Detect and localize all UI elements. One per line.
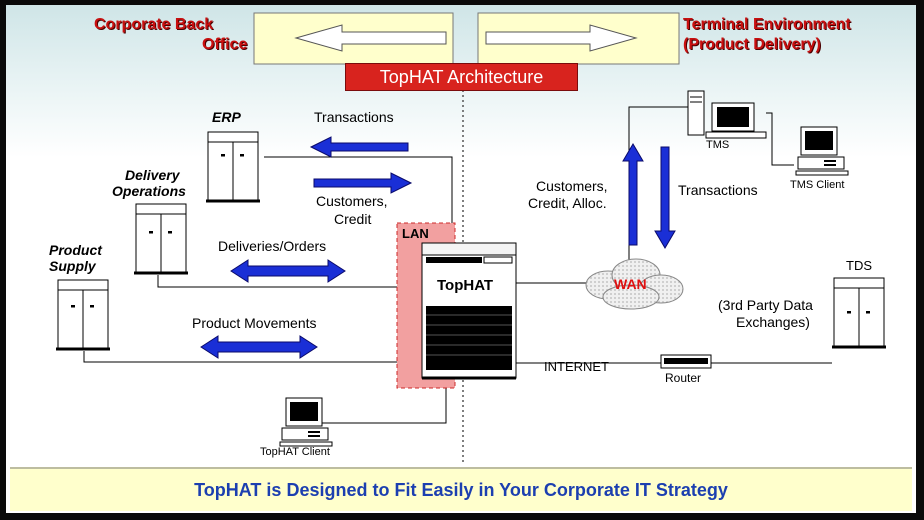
customers-credit-line1: Customers, xyxy=(316,193,388,209)
internet-label: INTERNET xyxy=(544,359,609,374)
left-title-line2: Office xyxy=(202,36,248,53)
third-party-label-line1: (3rd Party Data xyxy=(718,297,813,313)
erp-label: ERP xyxy=(212,109,241,125)
router-label: Router xyxy=(665,371,702,385)
customers-credit-alloc-line2: Credit, Alloc. xyxy=(528,195,607,211)
lan-label: LAN xyxy=(402,226,429,241)
tophat-server-label: TopHAT xyxy=(437,277,494,294)
router-device xyxy=(660,354,712,369)
footer-banner: TopHAT is Designed to Fit Easily in Your… xyxy=(10,467,912,511)
wan-cloud xyxy=(585,258,684,310)
flow-arrows xyxy=(200,136,676,359)
product-supply-label-line2: Supply xyxy=(49,258,96,274)
header-arrow-left xyxy=(294,24,447,52)
tds-cabinet xyxy=(832,277,886,349)
delivery-label-line2: Operations xyxy=(112,183,186,199)
architecture-banner: TopHAT Architecture xyxy=(345,63,578,91)
tms-workstation xyxy=(687,90,767,139)
product-supply-cabinet xyxy=(56,279,110,351)
transactions-label-right: Transactions xyxy=(678,182,758,198)
third-party-label-line2: Exchanges) xyxy=(736,314,810,330)
right-title-line1: Terminal Environment xyxy=(683,16,851,33)
customers-credit-line2: Credit xyxy=(334,211,372,227)
tds-label: TDS xyxy=(846,258,872,273)
tms-client-label: TMS Client xyxy=(790,179,845,191)
tophat-server xyxy=(421,242,517,380)
diagram-graphics xyxy=(56,12,886,465)
right-title-line2: (Product Delivery) xyxy=(683,36,821,53)
tms-client-workstation xyxy=(795,126,849,176)
slide-canvas: Corporate Back Office Terminal Environme… xyxy=(6,5,916,513)
delivery-label-line1: Delivery xyxy=(125,167,180,183)
erp-cabinet xyxy=(206,131,260,203)
left-title-line1: Corporate Back xyxy=(94,16,214,33)
tophat-client-workstation xyxy=(279,397,333,447)
delivery-operations-cabinet xyxy=(134,203,188,275)
tophat-client-label: TopHAT Client xyxy=(260,446,330,458)
header-arrow-right xyxy=(485,24,638,52)
footer-text: TopHAT is Designed to Fit Easily in Your… xyxy=(194,480,728,500)
customers-credit-alloc-line1: Customers, xyxy=(536,178,608,194)
tms-label: TMS xyxy=(706,139,730,151)
wan-label: WAN xyxy=(614,276,647,292)
deliveries-orders-label: Deliveries/Orders xyxy=(218,238,327,254)
connection-lines xyxy=(83,106,832,424)
product-supply-label-line1: Product xyxy=(49,242,102,258)
transactions-label-left: Transactions xyxy=(314,109,394,125)
product-movements-label: Product Movements xyxy=(192,315,317,331)
